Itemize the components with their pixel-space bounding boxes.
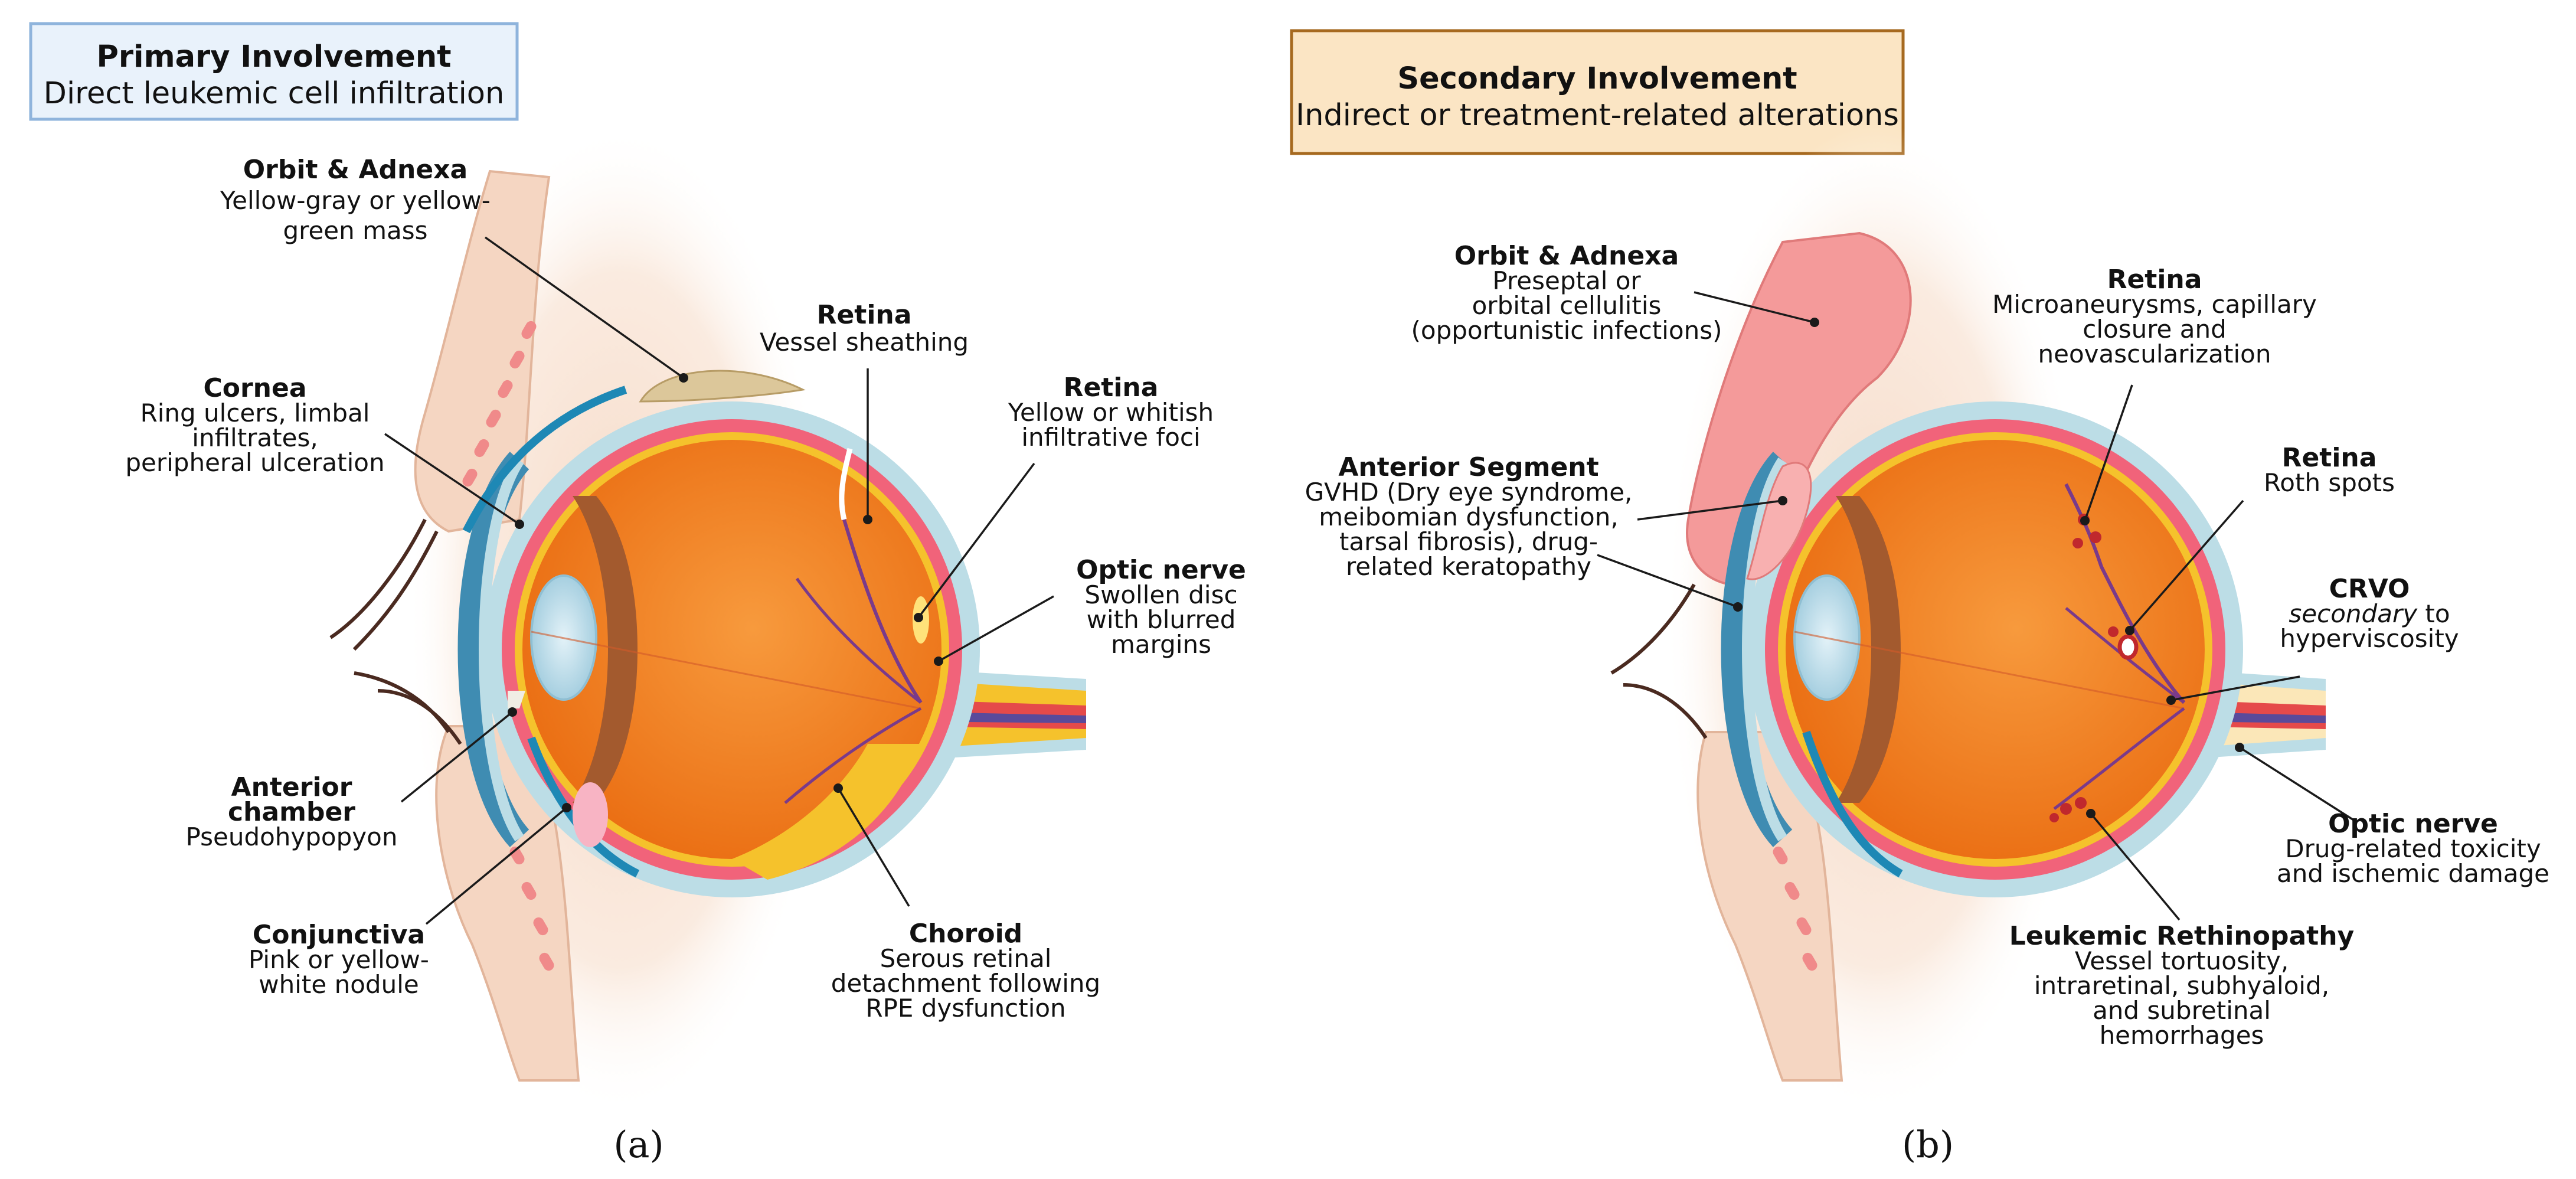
header-box-primary: Primary Involvement Direct leukemic cell…: [29, 22, 519, 121]
label-retina-foci-a: Retina Yellow or whitish infiltrative fo…: [1008, 373, 1214, 452]
crvo-secondary-italic: secondary: [2289, 599, 2418, 628]
svg-text:Yellow or whitish: Yellow or whitish: [1008, 398, 1214, 427]
svg-text:Preseptal or: Preseptal or: [1492, 266, 1641, 295]
svg-text:infiltrates,: infiltrates,: [192, 423, 318, 452]
svg-text:Leukemic Rethinopathy: Leukemic Rethinopathy: [2009, 921, 2354, 951]
svg-text:white nodule: white nodule: [259, 970, 419, 999]
label-crvo-b: CRVO secondary to hyperviscosity: [2280, 574, 2459, 653]
eye-illustration-b: [1610, 124, 2326, 1116]
svg-text:Microaneurysms, capillary: Microaneurysms, capillary: [1992, 290, 2317, 319]
label-optic-nerve-a: Optic nerve Swollen disc with blurred ma…: [1076, 555, 1246, 659]
svg-text:hyperviscosity: hyperviscosity: [2280, 624, 2459, 653]
label-retina-vessel-a: Retina Vessel sheathing: [760, 300, 969, 357]
svg-text:Retina: Retina: [2107, 264, 2202, 295]
header-title-primary: Primary Involvement: [96, 40, 451, 74]
label-choroid-a: Choroid Serous retinal detachment follow…: [831, 919, 1100, 1023]
svg-text:Orbit & Adnexa: Orbit & Adnexa: [243, 155, 468, 185]
header-subtitle-secondary: Indirect or treatment-related alteration…: [1296, 98, 1899, 133]
svg-text:Pseudohypopyon: Pseudohypopyon: [186, 822, 398, 851]
leaders-b: [1597, 291, 2357, 921]
svg-text:Retina: Retina: [2282, 443, 2377, 473]
svg-text:Retina: Retina: [817, 300, 912, 330]
svg-text:Optic nerve: Optic nerve: [2328, 809, 2498, 839]
panel-b: Secondary Involvement Indirect or treatm…: [1290, 29, 2549, 1166]
svg-text:Drug-related toxicity: Drug-related toxicity: [2285, 834, 2541, 863]
svg-text:infiltrative foci: infiltrative foci: [1021, 423, 1200, 452]
label-conjunctiva-a: Conjunctiva Pink or yellow- white nodule: [249, 920, 429, 999]
svg-text:Vessel sheathing: Vessel sheathing: [760, 328, 969, 357]
panel-a: Primary Involvement Direct leukemic cell…: [29, 22, 1246, 1166]
header-title-secondary: Secondary Involvement: [1397, 61, 1797, 96]
svg-text:meibomian dysfunction,: meibomian dysfunction,: [1319, 502, 1618, 531]
svg-text:RPE dysfunction: RPE dysfunction: [865, 994, 1065, 1023]
svg-text:Retina: Retina: [1064, 373, 1159, 403]
svg-text:orbital cellulitis: orbital cellulitis: [1472, 291, 1662, 320]
label-leukemic-retinopathy-b: Leukemic Rethinopathy Vessel tortuosity,…: [2009, 921, 2354, 1050]
svg-text:green mass: green mass: [283, 216, 427, 245]
svg-text:Anterior: Anterior: [231, 772, 352, 802]
svg-text:neovascularization: neovascularization: [2038, 339, 2271, 368]
svg-text:Orbit & Adnexa: Orbit & Adnexa: [1454, 241, 1679, 271]
label-optic-nerve-b: Optic nerve Drug-related toxicity and is…: [2277, 809, 2549, 888]
svg-text:peripheral ulceration: peripheral ulceration: [125, 448, 384, 477]
svg-text:Anterior Segment: Anterior Segment: [1338, 452, 1598, 482]
svg-text:tarsal fibrosis), drug-: tarsal fibrosis), drug-: [1339, 527, 1598, 556]
svg-text:GVHD (Dry eye syndrome,: GVHD (Dry eye syndrome,: [1305, 478, 1633, 507]
svg-text:Ring ulcers, limbal: Ring ulcers, limbal: [140, 399, 370, 427]
svg-text:related keratopathy: related keratopathy: [1346, 552, 1591, 581]
svg-text:and ischemic damage: and ischemic damage: [2277, 859, 2549, 888]
eye-illustration-a: [329, 124, 1086, 1116]
label-anterior-segment-b: Anterior Segment GVHD (Dry eye syndrome,…: [1305, 452, 1633, 581]
svg-text:margins: margins: [1111, 630, 1211, 659]
svg-text:detachment following: detachment following: [831, 969, 1100, 998]
svg-text:Serous retinal: Serous retinal: [880, 944, 1052, 973]
svg-text:Choroid: Choroid: [909, 919, 1022, 949]
svg-text:Swollen disc: Swollen disc: [1084, 580, 1237, 609]
leaders-a: [384, 236, 1054, 925]
label-cornea-a: Cornea Ring ulcers, limbal infiltrates, …: [125, 373, 384, 477]
header-subtitle-primary: Direct leukemic cell infiltration: [44, 76, 505, 111]
svg-text:intraretinal, subhyaloid,: intraretinal, subhyaloid,: [2034, 971, 2329, 1000]
caption-b: (b): [1902, 1123, 1954, 1166]
svg-text:with blurred: with blurred: [1087, 605, 1236, 634]
svg-text:CRVO: CRVO: [2329, 574, 2410, 604]
header-box-secondary: Secondary Involvement Indirect or treatm…: [1290, 29, 1905, 155]
svg-text:(opportunistic infections): (opportunistic infections): [1411, 316, 1722, 345]
label-retina-roth-b: Retina Roth spots: [2264, 443, 2395, 497]
svg-text:Roth spots: Roth spots: [2264, 468, 2395, 497]
label-orbit-adnexa-a: Orbit & Adnexa Yellow-gray or yellow- gr…: [220, 155, 491, 245]
svg-text:Conjunctiva: Conjunctiva: [253, 920, 425, 950]
label-retina-micro-b: Retina Microaneurysms, capillary closure…: [1992, 264, 2317, 368]
svg-text:secondary to: secondary to: [2289, 599, 2450, 628]
svg-text:Vessel tortuosity,: Vessel tortuosity,: [2075, 946, 2289, 975]
svg-text:closure and: closure and: [2083, 315, 2227, 344]
svg-text:Cornea: Cornea: [203, 373, 306, 403]
crvo-to: to: [2417, 599, 2450, 628]
svg-text:hemorrhages: hemorrhages: [2100, 1021, 2264, 1050]
label-orbit-adnexa-b: Orbit & Adnexa Preseptal or orbital cell…: [1411, 241, 1722, 345]
caption-a: (a): [613, 1123, 663, 1166]
svg-text:Pink or yellow-: Pink or yellow-: [249, 945, 429, 974]
svg-text:chamber: chamber: [228, 797, 355, 827]
label-anterior-chamber-a: Anterior chamber Pseudohypopyon: [186, 772, 398, 851]
svg-text:and subretinal: and subretinal: [2093, 996, 2271, 1025]
svg-text:Yellow-gray or yellow-: Yellow-gray or yellow-: [220, 186, 491, 215]
svg-text:Optic nerve: Optic nerve: [1076, 555, 1246, 585]
